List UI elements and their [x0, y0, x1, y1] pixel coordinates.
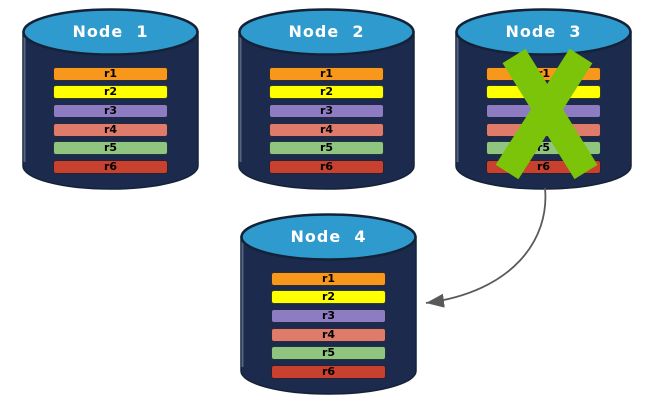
row-r2-label: r2	[103, 85, 118, 98]
row-r6-label: r6	[319, 160, 334, 173]
node-3: Node 3 r1 r2 r3 r4 r5 r6	[455, 8, 632, 190]
row-r6-label: r6	[103, 160, 118, 173]
row-r6-label: r6	[321, 365, 336, 378]
row-r6: r6	[271, 365, 386, 379]
row-r4: r4	[269, 123, 384, 137]
row-r3: r3	[271, 309, 386, 323]
row-r5: r5	[271, 346, 386, 360]
node-1: Node 1 r1 r2 r3 r4 r5 r6	[22, 8, 199, 190]
row-r2: r2	[269, 85, 384, 99]
row-r5: r5	[53, 141, 168, 155]
cylinder-top	[240, 213, 417, 261]
row-r6: r6	[53, 160, 168, 174]
row-r3: r3	[53, 104, 168, 118]
node-1-label: Node 1	[72, 22, 149, 41]
row-r6: r6	[269, 160, 384, 174]
row-r4-label: r4	[321, 328, 336, 341]
row-r4: r4	[271, 328, 386, 342]
row-r1: r1	[53, 67, 168, 81]
row-r1-label: r1	[319, 67, 334, 80]
node-2: Node 2 r1 r2 r3 r4 r5 r6	[238, 8, 415, 190]
row-r4: r4	[53, 123, 168, 137]
node-3-label: Node 3	[505, 22, 582, 41]
row-r1: r1	[271, 272, 386, 286]
cylinder-top	[238, 8, 415, 56]
row-r5-label: r5	[319, 141, 334, 154]
row-r1-label: r1	[103, 67, 118, 80]
node-2-label: Node 2	[288, 22, 365, 41]
row-r2-label: r2	[321, 290, 336, 303]
row-r2: r2	[271, 290, 386, 304]
row-r1: r1	[269, 67, 384, 81]
row-r3: r3	[269, 104, 384, 118]
row-r5-label: r5	[103, 141, 118, 154]
cylinder-top	[455, 8, 632, 56]
node-4-label: Node 4	[290, 227, 367, 246]
row-r4-label: r4	[103, 123, 118, 136]
row-r5: r5	[269, 141, 384, 155]
node-4: Node 4 r1 r2 r3 r4 r5 r6	[240, 213, 417, 395]
row-r2-label: r2	[319, 85, 334, 98]
row-r1-label: r1	[321, 272, 336, 285]
row-r3-label: r3	[103, 104, 118, 117]
row-r2: r2	[53, 85, 168, 99]
row-r3-label: r3	[321, 309, 336, 322]
row-r6-label: r6	[536, 160, 551, 173]
row-r4-label: r4	[319, 123, 334, 136]
row-r3-label: r3	[319, 104, 334, 117]
x-mark-icon	[495, 48, 598, 180]
cylinder-top	[22, 8, 199, 56]
row-r5-label: r5	[321, 346, 336, 359]
